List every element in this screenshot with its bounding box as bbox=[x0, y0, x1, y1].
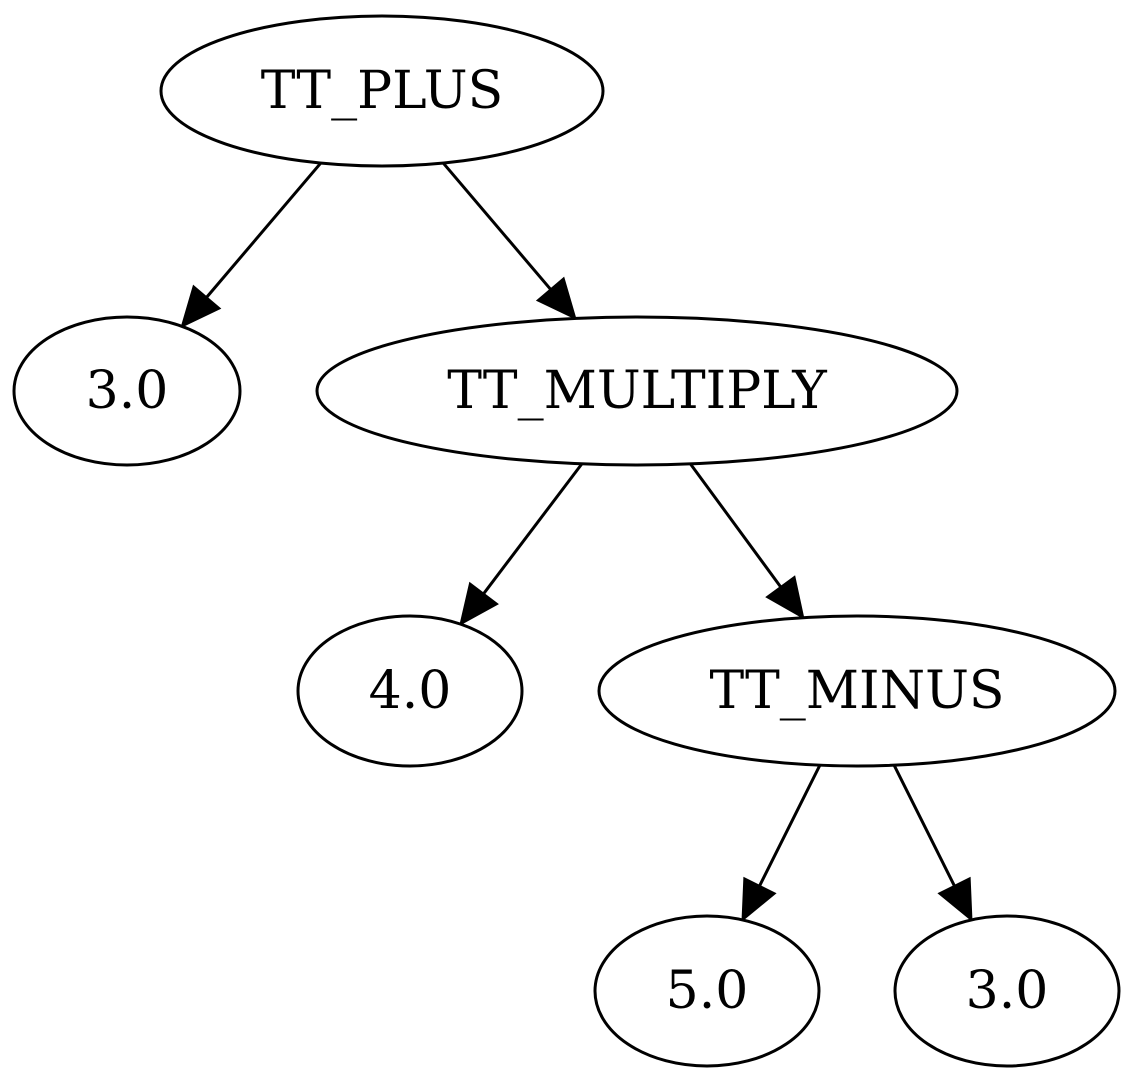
edges-layer bbox=[180, 162, 973, 923]
edge-minus-to-n5 bbox=[758, 764, 822, 887]
node-ellipse-mult bbox=[315, 315, 959, 467]
nodes-layer: TT_PLUS 3.0 TT_MULTIPLY 4.0 TT_MINUS 5.0 3.0 bbox=[12, 14, 1121, 1068]
node-label-n5: 5.0 bbox=[666, 961, 749, 1021]
node-ellipse-n5 bbox=[593, 914, 821, 1068]
node-label-minus: TT_MINUS bbox=[709, 661, 1004, 721]
edge-plus-to-mult bbox=[442, 162, 552, 291]
node-ellipse-n4 bbox=[296, 614, 524, 768]
node-mult: TT_MULTIPLY bbox=[315, 315, 959, 467]
node-label-n3b: 3.0 bbox=[966, 961, 1049, 1021]
arrowhead-plus-to-mult bbox=[535, 276, 577, 321]
arrowhead-mult-to-minus bbox=[765, 575, 805, 620]
node-label-mult: TT_MULTIPLY bbox=[447, 361, 827, 421]
arrowhead-mult-to-n4 bbox=[459, 581, 499, 627]
node-label-plus: TT_PLUS bbox=[261, 61, 503, 121]
edge-mult-to-n4 bbox=[482, 462, 584, 595]
node-plus: TT_PLUS bbox=[159, 14, 605, 168]
edge-plus-to-n3a bbox=[205, 162, 322, 299]
node-n3b: 3.0 bbox=[893, 914, 1121, 1068]
node-label-n4: 4.0 bbox=[369, 661, 452, 721]
arrowhead-minus-to-n5 bbox=[741, 876, 777, 923]
arrowhead-plus-to-n3a bbox=[180, 284, 222, 329]
node-ellipse-n3a bbox=[12, 315, 242, 467]
node-ellipse-n3b bbox=[893, 914, 1121, 1068]
edge-minus-to-n3b bbox=[892, 764, 956, 887]
node-n3a: 3.0 bbox=[12, 315, 242, 467]
node-ellipse-plus bbox=[159, 14, 605, 168]
node-ellipse-minus bbox=[597, 614, 1117, 768]
node-label-n3a: 3.0 bbox=[86, 361, 169, 421]
edge-mult-to-minus bbox=[689, 463, 782, 588]
node-n4: 4.0 bbox=[296, 614, 524, 768]
node-n5: 5.0 bbox=[593, 914, 821, 1068]
arrowhead-minus-to-n3b bbox=[937, 876, 973, 923]
node-minus: TT_MINUS bbox=[597, 614, 1117, 768]
